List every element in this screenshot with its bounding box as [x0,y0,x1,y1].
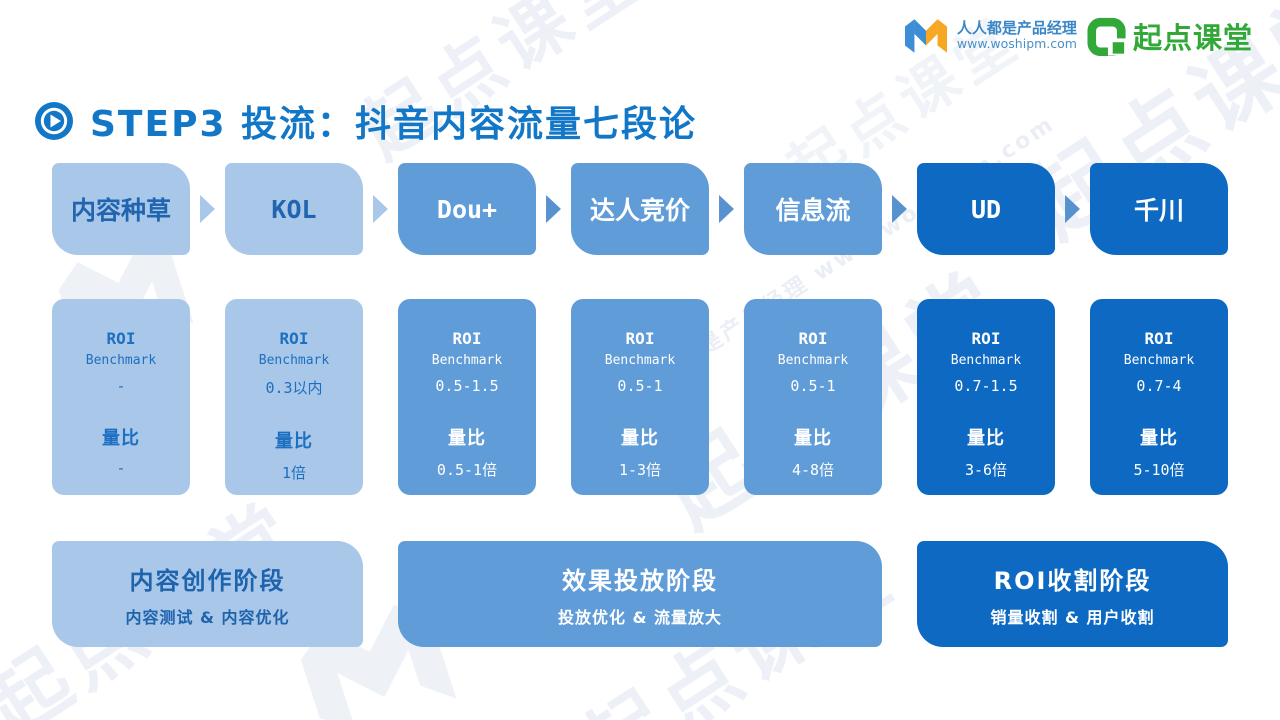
liangbi-value: 1-3倍 [618,461,662,479]
roi-benchmark-value: 0.5-1 [790,377,836,395]
roi-card-2: ROI Benchmark 0.3以内 量比 1倍 [225,299,363,495]
qidian-name: 起点课堂 [1132,21,1253,55]
flow-stage-label: Dou+ [436,194,498,224]
liangbi-value: 1倍 [281,464,307,482]
roi-label: ROI [106,329,136,348]
flow-arrow-4 [709,195,744,223]
flow-arrow-3 [536,195,571,223]
roi-benchmark-value: 0.3以内 [265,379,323,397]
flow-stage-row: 内容种草 KOL Dou+ 达人竞价 信息流 UD 千川 [52,163,1228,255]
roi-label: ROI [798,329,828,348]
flow-arrow-5 [882,195,917,223]
watermark-text: 起点课堂 [346,0,661,175]
liangbi-label: 量比 [275,431,313,452]
roi-card-5: ROI Benchmark 0.5-1 量比 4-8倍 [744,299,882,495]
woshipm-text-block: 人人都是产品经理 www.woshipm.com [956,19,1077,52]
phase-title: 内容创作阶段 [129,566,286,595]
roi-label: ROI [1144,329,1174,348]
roi-card-row: ROI Benchmark - 量比 - ROI Benchmark 0.3以内… [52,299,1228,495]
phase-title: 效果投放阶段 [562,566,718,595]
flow-stage-1-box: 内容种草 [52,163,190,255]
roi-benchmark-value: 0.5-1 [617,377,663,395]
play-icon [35,102,73,140]
phase-subtitle: 投放优化 & 流量放大 [557,607,723,627]
phase-3-box: ROI收割阶段 销量收割 & 用户收割 [917,541,1228,647]
flow-stage-5-box: 信息流 [744,163,882,255]
roi-benchmark-value: - [116,377,126,395]
flow-arrow-1 [190,195,225,223]
benchmark-label: Benchmark [431,353,503,368]
liangbi-label: 量比 [1140,428,1178,449]
phase-row: 内容创作阶段 内容测试 & 内容优化 效果投放阶段 投放优化 & 流量放大 RO… [52,541,1228,647]
roi-label: ROI [625,329,655,348]
flow-stage-label: 内容种草 [70,196,171,225]
flow-stage-label: 信息流 [775,196,851,225]
flow-arrow-6 [1055,195,1090,223]
liangbi-value: 0.5-1倍 [436,461,498,479]
roi-benchmark-value: 0.7-1.5 [954,377,1018,395]
roi-card-7: ROI Benchmark 0.7-4 量比 5-10倍 [1090,299,1228,495]
qidian-logo-icon [1087,17,1127,56]
flow-stage-label: 千川 [1133,196,1184,225]
roi-card-1: ROI Benchmark - 量比 - [52,299,190,495]
benchmark-label: Benchmark [950,353,1022,368]
flow-diagram: 内容种草 KOL Dou+ 达人竞价 信息流 UD 千川 ROI Benchma… [52,163,1228,647]
phase-1-box: 内容创作阶段 内容测试 & 内容优化 [52,541,363,647]
phase-title: ROI收割阶段 [993,566,1152,595]
liangbi-label: 量比 [448,428,486,449]
phase-subtitle: 销量收割 & 用户收割 [990,607,1155,627]
roi-card-3: ROI Benchmark 0.5-1.5 量比 0.5-1倍 [398,299,536,495]
roi-label: ROI [452,329,482,348]
liangbi-label: 量比 [102,428,140,449]
liangbi-value: 4-8倍 [791,461,835,479]
page-title: STEP3 投流：抖音内容流量七段论 [90,104,698,145]
title-row: STEP3 投流：抖音内容流量七段论 [34,95,697,147]
woshipm-m-logo-icon [904,19,947,53]
phase-subtitle: 内容测试 & 内容优化 [125,607,290,627]
woshipm-name: 人人都是产品经理 [956,19,1077,38]
liangbi-label: 量比 [794,428,832,449]
benchmark-label: Benchmark [85,353,157,368]
flow-stage-label: 达人竞价 [589,196,690,225]
flow-stage-2-box: KOL [225,163,363,255]
phase-2-box: 效果投放阶段 投放优化 & 流量放大 [398,541,882,647]
roi-label: ROI [971,329,1001,348]
roi-label: ROI [279,329,309,348]
liangbi-value: 5-10倍 [1133,461,1185,479]
roi-card-4: ROI Benchmark 0.5-1 量比 1-3倍 [571,299,709,495]
benchmark-label: Benchmark [1123,353,1195,368]
liangbi-label: 量比 [621,428,659,449]
brand-header: 人人都是产品经理 www.woshipm.com 起点课堂 [902,15,1253,57]
roi-card-6: ROI Benchmark 0.7-1.5 量比 3-6倍 [917,299,1055,495]
liangbi-value: - [116,459,126,477]
benchmark-label: Benchmark [258,353,330,368]
flow-stage-4-box: 达人竞价 [571,163,709,255]
roi-benchmark-value: 0.5-1.5 [435,377,499,395]
woshipm-url: www.woshipm.com [956,36,1077,52]
liangbi-label: 量比 [967,428,1005,449]
flow-stage-7-box: 千川 [1090,163,1228,255]
roi-benchmark-value: 0.7-4 [1136,377,1182,395]
flow-stage-3-box: Dou+ [398,163,536,255]
flow-arrow-2 [363,195,398,223]
liangbi-value: 3-6倍 [964,461,1008,479]
benchmark-label: Benchmark [604,353,676,368]
flow-stage-label: UD [970,194,1002,224]
benchmark-label: Benchmark [777,353,849,368]
flow-stage-6-box: UD [917,163,1055,255]
flow-stage-label: KOL [271,194,317,224]
